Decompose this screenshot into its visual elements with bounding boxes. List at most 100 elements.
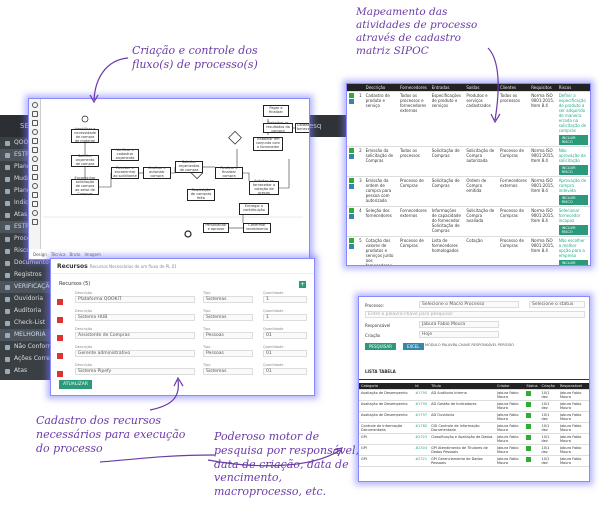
delete-icon[interactable] (57, 353, 63, 359)
resource-desc-field[interactable]: Gerente administrativo (75, 350, 195, 357)
export-button[interactable]: EXCEL (403, 343, 424, 350)
sidebar-item-acoes-corretiva[interactable]: Ações Corretiva (0, 353, 95, 365)
sidebar-item-qooc[interactable]: QOOC (0, 137, 95, 149)
bpmn-tool-icon[interactable] (31, 183, 38, 189)
results-header[interactable]: Criação (539, 383, 558, 390)
edit-icon[interactable] (349, 154, 354, 159)
bpmn-task[interactable]: Solicitar orçamento de compra (71, 154, 99, 167)
bpmn-tab-imagem[interactable]: Imagem (84, 251, 101, 257)
resource-desc-field[interactable]: Assistente de Compras (75, 332, 195, 339)
bpmn-tool-icon[interactable] (31, 201, 38, 207)
check-icon[interactable] (349, 208, 354, 213)
edit-icon[interactable] (349, 184, 354, 189)
sidebar-item-check-list[interactable]: Check-List (0, 317, 95, 329)
add-risk-button[interactable]: INCLUIR RISCO (558, 225, 588, 235)
risk-text[interactable]: Selecionar fornecedor incapaz (558, 208, 581, 223)
check-icon[interactable] (349, 178, 354, 183)
edit-icon[interactable] (349, 244, 354, 249)
bpmn-task[interactable]: Trabalhar em conjunto com o fornecedor (253, 137, 283, 151)
add-risk-button[interactable]: INCLUIR RISCO (558, 260, 588, 265)
resource-desc-field[interactable]: Sistema Pipefy (75, 368, 195, 375)
results-header[interactable]: Responsável (557, 383, 589, 390)
resource-qty-field[interactable]: 01 (263, 350, 307, 357)
risk-text[interactable]: Definir a especificação do produto a ser… (558, 93, 587, 133)
bpmn-task[interactable]: Identificar a necessidade de compra de m… (71, 127, 99, 143)
sidebar-item-indic[interactable]: Indic (0, 197, 95, 209)
resource-type-field[interactable]: Pessoas (203, 332, 253, 339)
risk-text[interactable]: Não aprovação da solicitação (558, 148, 586, 163)
bpmn-tab-tecnica[interactable]: Técnica (50, 251, 66, 257)
check-icon[interactable] (349, 148, 354, 153)
resource-qty-field[interactable]: 1 (263, 296, 307, 303)
bpmn-tool-icon[interactable] (31, 219, 38, 225)
sidebar-item-muda[interactable]: Muda (0, 173, 95, 185)
check-icon[interactable] (349, 238, 354, 243)
check-icon[interactable] (349, 93, 354, 98)
filter-chips[interactable]: MÓDULO PALAVRA-CHAVE RESPONSÁVEL PERÍODO (425, 343, 514, 347)
bpmn-task[interactable]: Trabalhar os resultados da compra (263, 121, 293, 133)
add-risk-button[interactable]: INCLUIR RISCO (558, 195, 588, 205)
bpmn-task[interactable]: Pagar e finalizar (263, 105, 289, 117)
sidebar-item-ouvidoria[interactable]: Ouvidoria (0, 293, 95, 305)
bpmn-tool-icon[interactable] (31, 129, 38, 135)
risk-text[interactable]: Não escolher a melhor opção para a empre… (558, 238, 585, 258)
resource-qty-field[interactable]: 01 (263, 368, 307, 375)
bpmn-tool-icon[interactable] (31, 192, 38, 198)
resource-desc-field[interactable]: Sistema HUB (75, 314, 195, 321)
resource-type-field[interactable]: Sistemas (203, 314, 253, 321)
bpmn-tool-icon[interactable] (31, 138, 38, 144)
resource-desc-field[interactable]: Plataforma QOOKIT (75, 296, 195, 303)
bpmn-tab-bruto[interactable]: Bruto (69, 251, 81, 257)
sidebar-item-plano[interactable]: Plano (0, 185, 95, 197)
add-risk-button[interactable]: INCLUIR RISCO (558, 165, 588, 175)
bpmn-tool-icon[interactable] (31, 210, 38, 216)
responsible-select[interactable]: Jabura Fabio Moura (419, 321, 499, 328)
sidebar-item-processo[interactable]: Processo (0, 233, 95, 245)
edit-icon[interactable] (349, 214, 354, 219)
due-date-input[interactable]: Hoje (419, 331, 499, 338)
status-select[interactable]: Selecione o status (529, 301, 585, 308)
results-header[interactable]: Id (413, 383, 430, 390)
bpmn-tool-icon[interactable] (31, 156, 38, 162)
bpmn-task[interactable]: Receber e encaminhar ao solicitante (111, 166, 139, 179)
sidebar-item-documento[interactable]: Documento (0, 257, 95, 269)
sidebar-item-auditoria[interactable]: Auditoria (0, 305, 95, 317)
update-button[interactable]: ATUALIZAR (59, 380, 92, 389)
delete-icon[interactable] (57, 371, 63, 377)
resource-type-field[interactable]: Pessoas (203, 350, 253, 357)
bpmn-task[interactable]: Cadastrar os fornecedores (295, 123, 309, 133)
view-tabs[interactable]: LISTA TABELA (365, 369, 396, 374)
sidebar-item-registros[interactable]: Registros (0, 269, 95, 281)
bpmn-tool-icon[interactable] (31, 174, 38, 180)
bpmn-tool-icon[interactable] (31, 102, 38, 108)
keyword-input[interactable]: Entre a palavra-chave para pesquisar (365, 311, 585, 318)
results-header[interactable]: Criador (495, 383, 525, 390)
bpmn-task[interactable]: Solicitar ao fornecedor a cotação de pre… (249, 179, 279, 195)
process-select[interactable]: Selecione o Macro Processo (419, 301, 519, 308)
results-header[interactable]: Título (429, 383, 496, 390)
sidebar-item-plano[interactable]: Plano (0, 161, 95, 173)
bpmn-task[interactable]: Requisição de compras feita (187, 188, 215, 201)
bpmn-tool-icon[interactable] (31, 120, 38, 126)
results-header[interactable]: Categoria (359, 383, 414, 390)
bpmn-tool-icon[interactable] (31, 111, 38, 117)
bpmn-task[interactable]: Analisar e autorizar compra (143, 166, 171, 179)
bpmn-tool-icon[interactable] (31, 147, 38, 153)
bpmn-canvas[interactable]: Identificar a necessidade de compra de m… (43, 99, 309, 247)
resource-qty-field[interactable]: 1 (263, 314, 307, 321)
resource-type-field[interactable]: Sistemas (203, 368, 253, 375)
add-risk-button[interactable]: INCLUIR RISCO (558, 135, 588, 145)
results-header[interactable]: Status (524, 383, 540, 390)
resource-type-field[interactable]: Sistemas (203, 296, 253, 303)
bpmn-tab-design[interactable]: Design (33, 251, 47, 257)
bpmn-task[interactable]: Personalizar e aprovar (203, 223, 229, 233)
sidebar-item-atas[interactable]: Atas (0, 209, 95, 221)
sidebar-item-atas[interactable]: Atas (0, 365, 95, 377)
add-resource-button[interactable]: + (299, 281, 306, 288)
